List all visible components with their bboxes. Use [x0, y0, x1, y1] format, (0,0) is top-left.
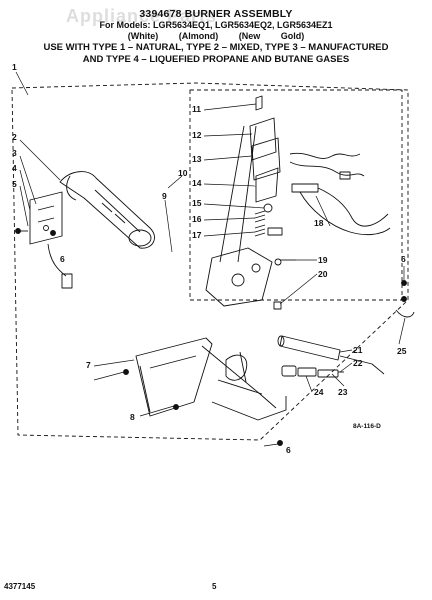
- callout-14: 14: [192, 178, 202, 188]
- screw: [15, 228, 407, 446]
- page-title: 3394678 BURNER ASSEMBLY: [139, 8, 293, 20]
- flame-sensor: [277, 335, 341, 361]
- callout-21: 21: [353, 345, 363, 355]
- usage-line-2: AND TYPE 4 – LIQUEFIED PROPANE AND BUTAN…: [82, 54, 350, 65]
- callout-20: 20: [318, 269, 328, 279]
- sensor-lead: [339, 355, 385, 375]
- model-colors: (White) (Almond) (New Gold): [127, 31, 305, 41]
- burner-bracket: [29, 191, 63, 245]
- callout-4: 4: [12, 163, 17, 173]
- valve-body: [205, 247, 273, 307]
- callout-6: 6: [401, 254, 406, 264]
- model-list: For Models: LGR5634EQ1, LGR5634EQ2, LGR5…: [99, 20, 333, 30]
- callout-22: 22: [353, 358, 363, 368]
- left-connector: [61, 273, 73, 289]
- mounting-clip: [395, 309, 415, 318]
- nut: [273, 301, 282, 310]
- callout-25: 25: [397, 346, 407, 356]
- callout-9: 9: [162, 191, 167, 201]
- callout-23: 23: [338, 387, 348, 397]
- burner-plate: [135, 337, 287, 421]
- callout-13: 13: [192, 154, 202, 164]
- diagram-code: 8A-116-D: [353, 423, 381, 430]
- callout-5: 5: [12, 179, 17, 189]
- orifice-fitting: [281, 365, 344, 378]
- callout-3: 3: [12, 148, 17, 158]
- callout-10: 10: [178, 168, 188, 178]
- callout-2: 2: [12, 132, 17, 142]
- callout-12: 12: [192, 130, 202, 140]
- watermark: Appliance Parts: [66, 6, 218, 26]
- callout-7: 7: [86, 360, 91, 370]
- callout-16: 16: [192, 214, 202, 224]
- document-number: 4377145: [4, 582, 36, 591]
- callout-19: 19: [318, 255, 328, 265]
- callout-24: 24: [314, 387, 324, 397]
- valve-group-outline: [189, 89, 403, 301]
- callout-1: 1: [12, 62, 17, 72]
- wire-harness: [267, 152, 391, 236]
- callout-8: 8: [130, 412, 135, 422]
- callout-15: 15: [192, 198, 202, 208]
- callout-11: 11: [192, 104, 201, 114]
- usage-line-1: USE WITH TYPE 1 – NATURAL, TYPE 2 – MIXE…: [43, 42, 389, 53]
- gas-valve-stack: [219, 95, 281, 263]
- callout-6: 6: [286, 445, 291, 455]
- assembly-outline: [11, 82, 409, 441]
- callout-17: 17: [192, 230, 202, 240]
- callout-6: 6: [60, 254, 65, 264]
- page-number: 5: [212, 582, 217, 591]
- callout-18: 18: [314, 218, 324, 228]
- burner-tube: [59, 171, 155, 249]
- callout-leaders: [15, 71, 406, 447]
